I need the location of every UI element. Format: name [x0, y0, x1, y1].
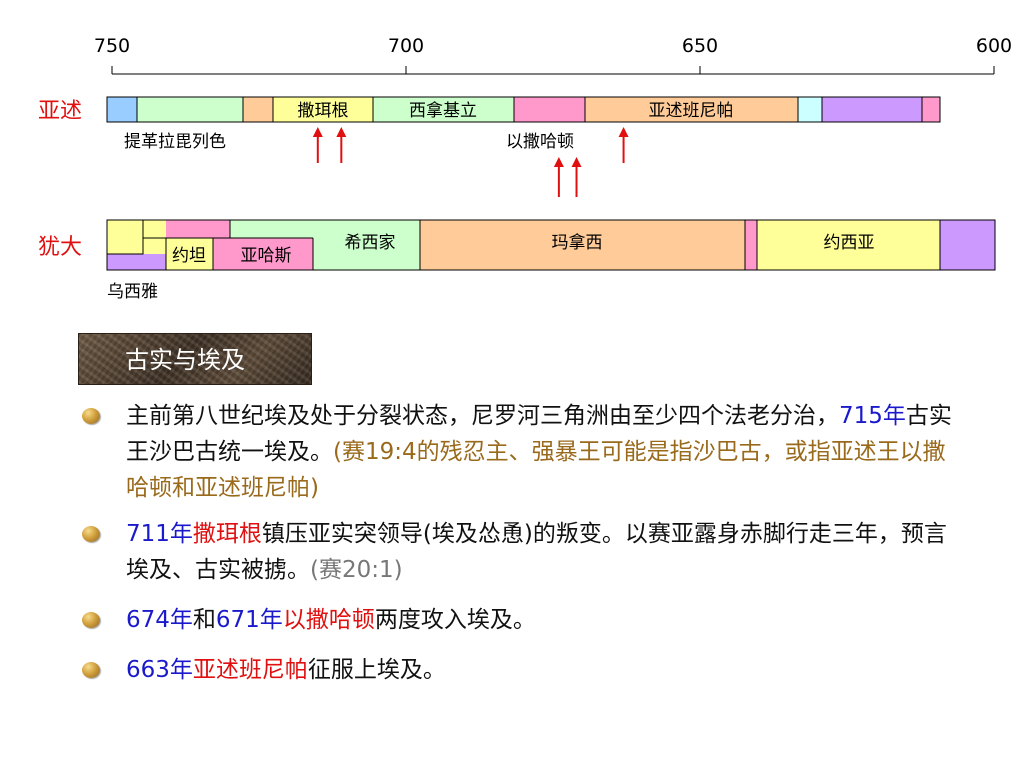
bullet-4-text: 征服上埃及。 — [307, 657, 446, 683]
label-esarhaddon: 以撒哈顿 — [506, 132, 574, 152]
segment-label-uzziah: 乌西雅 — [107, 282, 158, 302]
segment-label-manasseh: 玛拿西 — [552, 232, 603, 253]
judah-segment-josiah — [757, 220, 940, 270]
label-tiglath-pileser: 提革拉毘列色 — [124, 132, 226, 152]
bullet-icon — [82, 526, 100, 542]
judah-segment-amon — [745, 220, 757, 270]
bullet-item-3: 674年和671年以撒哈顿两度攻入埃及。 — [82, 602, 962, 638]
bullet-1-note: (赛19:4的残忍主、强暴王可能是指沙巴古，或指亚述王以撒哈顿和亚述班尼帕) — [126, 439, 946, 501]
bullet-icon — [82, 662, 100, 678]
event-arrow-head — [312, 127, 323, 137]
judah-row: 乌西雅 约坦 亚哈斯 希西家 玛拿西 约西亚 — [106, 219, 996, 302]
assyria-segment-6 — [513, 96, 586, 123]
segment-label-sennacherib: 西拿基立 — [409, 100, 477, 121]
judah-segment-manasseh — [420, 220, 745, 270]
assyria-row: 撒珥根 西拿基立 亚述班尼帕 提革拉毘列色 以撒哈顿 — [106, 96, 941, 152]
section-title: 古实与埃及 — [78, 333, 312, 385]
assyria-segment-4 — [272, 96, 374, 123]
judah-segment-last — [940, 220, 995, 270]
axis-tick-label: 750 — [94, 35, 130, 57]
assyria-segment-8 — [797, 96, 823, 123]
assyria-segment-5 — [372, 96, 515, 123]
bullet-4-name: 亚述班尼帕 — [192, 657, 308, 683]
segment-label-josiah: 约西亚 — [824, 233, 875, 253]
bullet-2-name: 撒珥根 — [192, 521, 262, 547]
axis-ticks: 750 700 650 600 — [94, 35, 1012, 74]
event-arrow-head — [336, 127, 347, 137]
assyria-segment-9 — [821, 96, 923, 123]
judah-segment-hezekiah — [230, 220, 420, 270]
bullet-2-year: 711年 — [126, 521, 193, 547]
row-label-judah: 犹大 — [38, 235, 82, 260]
bullet-icon — [82, 612, 100, 628]
bullet-1-text-2: 古实王沙巴古统一埃及。 — [126, 403, 952, 465]
bullet-3-year-2: 671年 — [215, 607, 283, 633]
segment-label-jotham: 约坦 — [172, 246, 206, 266]
bullet-4-year: 663年 — [126, 657, 193, 683]
bullet-1-year: 715年 — [839, 403, 906, 429]
row-label-assyria: 亚述 — [38, 99, 82, 124]
bullet-3-and: 和 — [192, 607, 216, 633]
event-arrow-head — [571, 157, 582, 167]
bullet-2-text: 镇压亚实突领导(埃及怂恿)的叛变。以赛亚露身赤脚行走三年，预言埃及、古实被掳。 — [126, 521, 947, 583]
segment-label-hezekiah: 希西家 — [345, 233, 396, 253]
assyria-segment-10 — [921, 96, 941, 123]
segment-label-sargon: 撒珥根 — [298, 101, 349, 121]
assyria-segment-2 — [136, 96, 244, 123]
axis-tick-label: 700 — [388, 35, 424, 57]
bullet-item-2: 711年撒珥根镇压亚实突领导(埃及怂恿)的叛变。以赛亚露身赤脚行走三年，预言埃及… — [82, 516, 962, 588]
bullet-3-text: 两度攻入埃及。 — [374, 607, 536, 633]
bullet-item-4: 663年亚述班尼帕征服上埃及。 — [82, 652, 962, 688]
judah-segment-jotham — [143, 220, 213, 270]
bullet-2-ref: (赛20:1) — [310, 557, 403, 583]
event-arrow-head — [618, 127, 629, 137]
segment-label-ahaz: 亚哈斯 — [241, 246, 292, 266]
bullet-3-name: 以撒哈顿 — [282, 607, 375, 633]
judah-segment-ahaz — [166, 220, 230, 238]
bullet-1-text: 主前第八世纪埃及处于分裂状态，尼罗河三角洲由至少四个法老分治， — [126, 403, 839, 429]
event-arrow-head — [553, 157, 564, 167]
assyria-segment-3 — [242, 96, 274, 123]
judah-segment-ahaz-lower — [213, 238, 313, 270]
axis-tick-label: 600 — [976, 35, 1012, 57]
segment-label-ashurbanipal: 亚述班尼帕 — [649, 101, 734, 121]
axis-tick-label: 650 — [682, 35, 718, 57]
event-arrows — [312, 127, 629, 197]
assyria-segment-7 — [584, 96, 799, 123]
bullet-item-1: 主前第八世纪埃及处于分裂状态，尼罗河三角洲由至少四个法老分治，715年古实王沙巴… — [82, 398, 962, 506]
bullet-3-year-1: 674年 — [126, 607, 193, 633]
judah-segment-borders — [106, 219, 996, 271]
bullet-icon — [82, 408, 100, 424]
judah-segment-uzziah — [107, 254, 166, 270]
assyria-segment-1 — [106, 96, 138, 123]
judah-segment-uzziah-upper — [107, 220, 143, 254]
timeline-chart: 750 700 650 600 亚述 犹大 撒珥根 西拿基立 亚述班尼帕 提革拉毘列色… — [38, 35, 1012, 302]
bullet-list: 主前第八世纪埃及处于分裂状态，尼罗河三角洲由至少四个法老分治，715年古实王沙巴… — [82, 398, 962, 688]
